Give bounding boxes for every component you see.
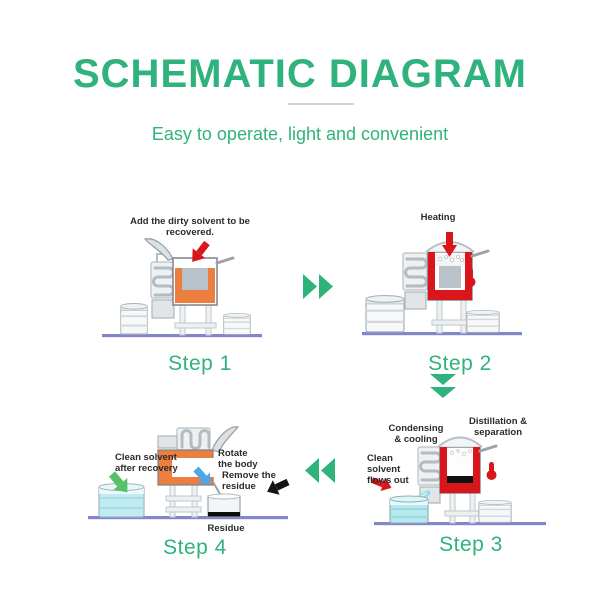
thermometer-icon <box>465 268 476 287</box>
barrel-right <box>223 313 251 335</box>
discharge-chute <box>212 481 221 495</box>
ground-line <box>374 522 546 526</box>
machine-stand <box>431 299 473 334</box>
barrel-left <box>120 303 148 335</box>
collector-box <box>404 291 427 310</box>
step1-caption: Add the dirty solvent to be recovered. <box>130 216 250 239</box>
step1-label: Step 1 <box>168 352 232 375</box>
step4-caption-remove: Remove the residue <box>222 470 276 493</box>
step4-caption-rotate: Rotate the body <box>218 448 258 471</box>
heat-arrow-icon <box>442 232 457 257</box>
tank-handle <box>215 256 235 265</box>
machine-step1-illustration <box>102 238 262 338</box>
ground-line <box>362 332 522 336</box>
dome-lid <box>437 436 483 448</box>
machine-step4-illustration <box>88 426 290 520</box>
double-chevron-right-icon <box>303 274 333 299</box>
recovered-arrow-icon <box>108 471 128 493</box>
machine-stand <box>165 484 202 518</box>
ground-line <box>102 334 262 338</box>
condenser-coil <box>402 252 428 310</box>
page-subtitle: Easy to operate, light and convenient <box>151 124 449 144</box>
residue-bin <box>207 493 241 518</box>
tank-handle <box>470 249 490 258</box>
step2-label: Step 2 <box>428 352 492 375</box>
step3-caption-distillation: Distillation & separation <box>468 416 528 439</box>
machine-stand <box>444 492 482 524</box>
machine-step3-illustration <box>370 436 546 526</box>
title-divider <box>288 103 354 105</box>
heated-tank <box>427 251 473 301</box>
boiling-bubbles <box>449 449 472 457</box>
collector-box <box>157 435 178 449</box>
machine-stand <box>174 304 217 336</box>
step4-caption-residue: Residue <box>207 523 245 534</box>
condenser-coil <box>150 253 175 319</box>
condenser-coil <box>176 427 211 451</box>
barrel-left <box>365 295 405 333</box>
step4-caption-clean-solvent: Clean solvent after recovery <box>115 452 178 475</box>
collector-box <box>151 299 175 319</box>
step3-label: Step 3 <box>439 533 503 556</box>
barrel-right <box>478 500 512 523</box>
page-title: SCHEMATIC DIAGRAM <box>72 52 527 96</box>
step4-panel: Clean solvent after recovery Rotate the … <box>82 402 308 577</box>
boiling-bubbles <box>437 255 465 263</box>
step3-panel: Condensing & cooling Distillation & sepa… <box>358 402 584 577</box>
flow-arrow-icon <box>370 477 392 491</box>
step2-panel: Heating <box>358 212 562 384</box>
machine-step2-illustration <box>362 232 522 336</box>
remove-arrow-icon <box>193 466 211 485</box>
step3-caption-condensing: Condensing & cooling <box>388 423 444 446</box>
clean-solvent-barrel <box>389 495 429 524</box>
open-lid <box>143 238 174 261</box>
step2-caption: Heating <box>420 212 456 223</box>
barrel-right <box>466 310 500 333</box>
thermometer-icon <box>486 462 497 480</box>
double-chevron-down-icon <box>430 374 456 398</box>
dirty-solvent-tank <box>172 257 218 306</box>
tank-handle <box>478 444 498 453</box>
step1-panel: Add the dirty solvent to be recovered. <box>98 212 302 384</box>
ground-line <box>88 516 288 520</box>
double-chevron-left-icon <box>305 458 335 483</box>
open-lid <box>211 426 240 453</box>
step3-caption-clean-solvent: Clean solvent flows out <box>367 453 409 487</box>
separation-tank <box>439 446 481 494</box>
residue-layer <box>447 476 473 483</box>
residue-arrow-icon <box>267 478 290 495</box>
residue-layer <box>208 512 240 517</box>
fill-arrow-icon <box>192 240 210 262</box>
step4-label: Step 4 <box>163 536 227 559</box>
